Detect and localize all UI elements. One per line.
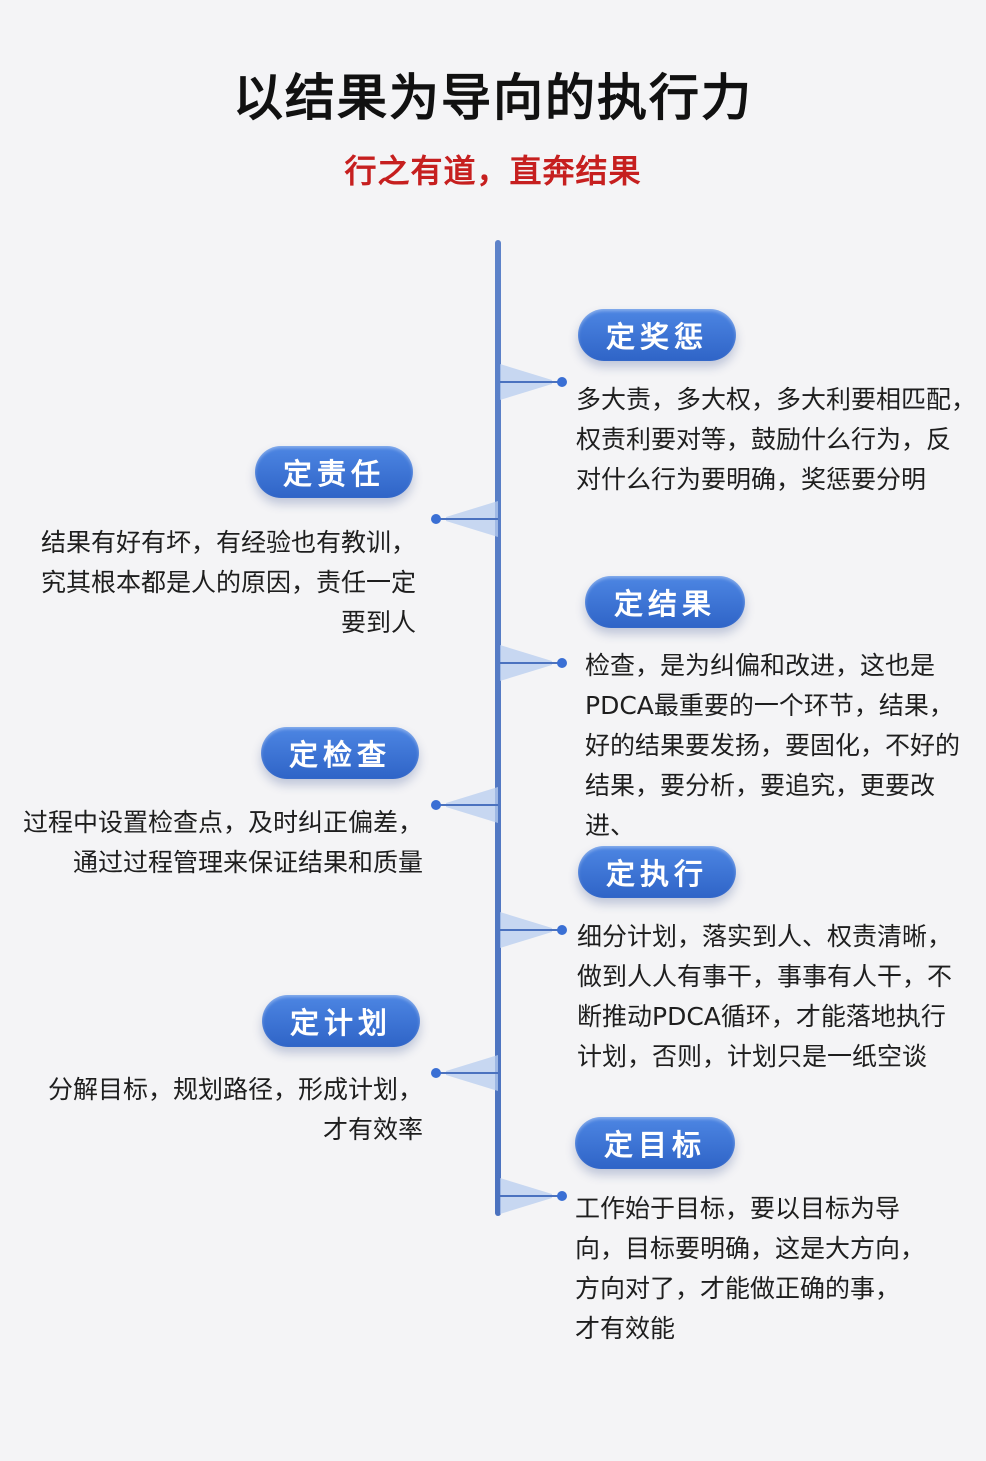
node-execute-text: 细分计划，落实到人、权责清晰， 做到人人有事干，事事有人干，不 断推动PDCA循… — [577, 922, 953, 1071]
node-responsibility-text: 结果有好有坏，有经验也有教训， 究其根本都是人的原因，责任一定 要到人 — [40, 528, 416, 637]
connector-goal — [500, 1176, 570, 1216]
node-reward-text: 多大责，多大权，多大利要相匹配， 权责利要对等，鼓励什么行为，反 对什么行为要明… — [576, 385, 977, 494]
connector-plan — [428, 1053, 498, 1093]
node-check-text: 过程中设置检查点，及时纠正偏差， 通过过程管理来保证结果和质量 — [22, 808, 423, 877]
connector-reward — [500, 362, 570, 402]
node-reward-label: 定奖惩 — [578, 309, 736, 361]
connector-result — [500, 643, 570, 683]
node-responsibility-label: 定责任 — [255, 446, 413, 498]
node-plan-text: 分解目标，规划路径，形成计划， 才有效率 — [47, 1075, 423, 1144]
connector-check — [428, 785, 498, 825]
connector-responsibility — [428, 499, 498, 539]
node-goal-label: 定目标 — [575, 1117, 735, 1169]
timeline-axis — [495, 240, 501, 1216]
node-execute-label: 定执行 — [578, 846, 736, 898]
node-plan-label: 定计划 — [262, 995, 420, 1047]
connector-execute — [500, 910, 570, 950]
page-subtitle: 行之有道，直奔结果 — [344, 152, 642, 190]
node-result-label: 定结果 — [585, 576, 745, 628]
node-check-label: 定检查 — [261, 727, 419, 779]
node-goal-text: 工作始于目标，要以目标为导 向，目标要明确，这是大方向， 方向对了，才能做正确的… — [575, 1194, 926, 1343]
page-title: 以结果为导向的执行力 — [233, 69, 753, 127]
